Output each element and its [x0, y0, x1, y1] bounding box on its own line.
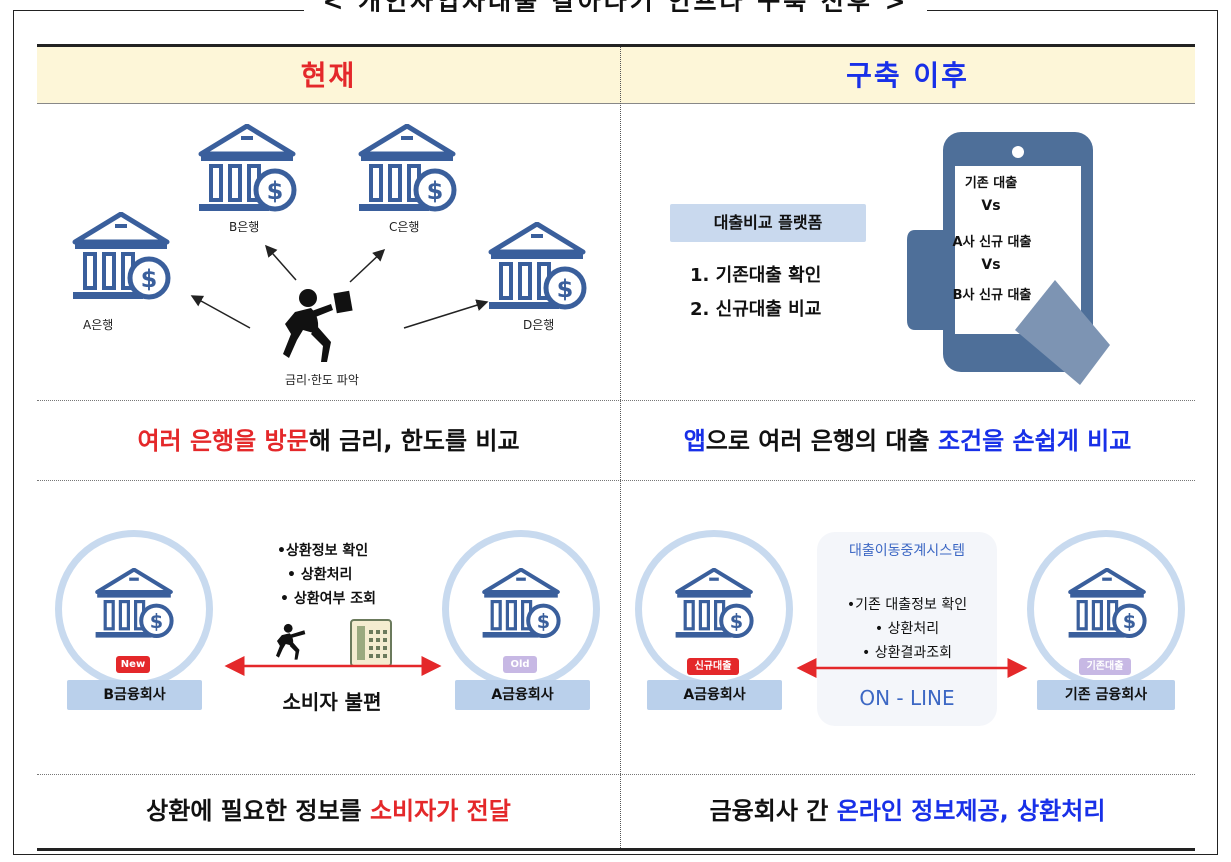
phone-existing-loan: 기존 대출: [964, 176, 1018, 191]
top-rule: [37, 44, 1195, 47]
smartphone-icon: [907, 132, 1110, 385]
info-repay-check: •상환정보 확인: [277, 543, 369, 559]
online-double-arrow: [796, 658, 1028, 678]
new-a-company-label: A금융회사: [647, 680, 782, 710]
phone-a-new-loan: A사 신규 대출: [952, 235, 1032, 250]
step-2: 2. 신규대출 비교: [690, 299, 822, 320]
caption-before-top: 여러 은행을 방문해 금리, 한도를 비교: [137, 427, 520, 455]
relay-system-box: [817, 532, 997, 726]
row-divider-2: [37, 480, 1195, 481]
header-after: 구축 이후: [846, 59, 969, 92]
visit-arrows: [190, 244, 489, 329]
consumer-inconvenience: 소비자 불편: [282, 690, 382, 714]
bottom-rule: [37, 848, 1195, 851]
column-divider: [620, 47, 621, 848]
running-person-small-icon: [275, 623, 306, 660]
bank-c-label: C은행: [389, 220, 420, 234]
phone-b-new-loan: B사 신규 대출: [952, 288, 1032, 303]
phone-vs-1: Vs: [981, 198, 1001, 214]
bank-d-label: D은행: [523, 318, 555, 332]
new-loan-badge: 신규대출: [687, 658, 739, 675]
online-label: ON - LINE: [859, 686, 955, 710]
person-label: 금리·한도 파악: [285, 373, 359, 387]
bank-b-label: B은행: [229, 220, 260, 234]
red-double-arrow: [224, 656, 442, 676]
b-company-bank-icon: [94, 568, 174, 640]
running-person-icon: [283, 289, 353, 362]
phone-vs-2: Vs: [981, 257, 1001, 273]
existing-company-label: 기존 금융회사: [1037, 680, 1175, 710]
bank-a-label: A은행: [83, 318, 114, 332]
b-company-label: B금융회사: [67, 680, 202, 710]
existing-loan-badge: 기존대출: [1079, 658, 1131, 675]
a-company-bank-icon: [481, 568, 561, 640]
step-1: 1. 기존대출 확인: [690, 265, 822, 286]
relay-system-title: 대출이동중계시스템: [849, 543, 965, 559]
new-badge: New: [116, 656, 150, 673]
existing-company-bank-icon: [1067, 568, 1147, 640]
table-header: 현재 구축 이후: [37, 47, 1195, 104]
info-existing-loan: •기존 대출정보 확인: [846, 597, 968, 613]
old-badge: Old: [503, 656, 537, 673]
new-a-company-bank-icon: [674, 568, 754, 640]
diagram-title: < 개인사업자대출 갈아타기 인프라 구축 전후 >: [304, 0, 927, 12]
a-company-label: A금융회사: [455, 680, 590, 710]
comparison-table: 현재 구축 이후 B은행 C은행 A은행 D은행 금리·한도 파악 대출비교 플…: [37, 44, 1195, 851]
platform-title: 대출비교 플랫폼: [670, 204, 866, 242]
caption-before-bottom: 상환에 필요한 정보를 소비자가 전달: [146, 797, 511, 825]
info-repay-process-online: • 상환처리: [874, 621, 940, 637]
info-repay-process: • 상환처리: [287, 567, 353, 583]
row-divider-1: [37, 400, 1195, 401]
caption-after-bottom: 금융회사 간 온라인 정보제공, 상환처리: [709, 797, 1106, 825]
info-repay-result: • 상환결과조회: [862, 645, 952, 661]
header-before: 현재: [300, 59, 357, 92]
caption-after-top: 앱으로 여러 은행의 대출 조건을 손쉽게 비교: [683, 427, 1132, 455]
row-divider-3: [37, 774, 1195, 775]
info-repay-query: • 상환여부 조회: [280, 591, 376, 607]
